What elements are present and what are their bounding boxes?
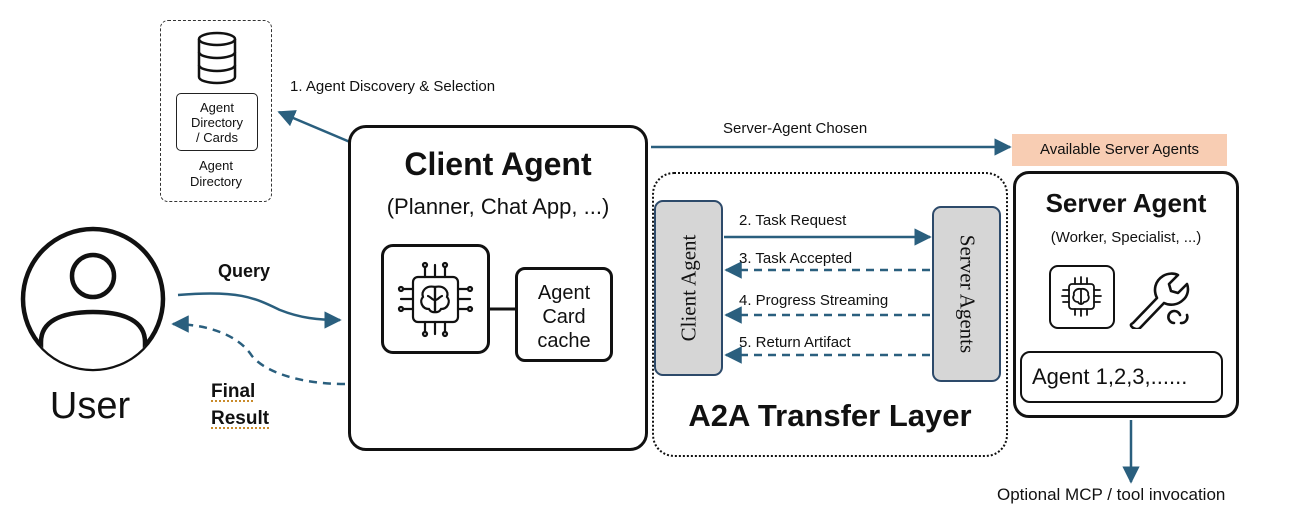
client-agent-endpoint: Client Agent [654, 200, 723, 376]
step-3-label: 3. Task Accepted [739, 250, 853, 267]
step-2-label: 2. Task Request [739, 212, 847, 229]
brain-chip-icon [1061, 276, 1102, 317]
chip-cache-connector [489, 307, 517, 311]
a2a-transfer-layer-panel [652, 172, 1008, 457]
database-icon [197, 31, 237, 85]
a2a-transfer-layer-title: A2A Transfer Layer [688, 398, 972, 433]
agent-card-cache-box: Agent Card cache [515, 267, 613, 362]
dir-card-line: / Cards [196, 130, 238, 145]
server-chip-box [1049, 265, 1115, 329]
query-arrow [177, 292, 342, 329]
discovery-arrow [277, 110, 351, 144]
discovery-label: 1. Agent Discovery & Selection [290, 78, 496, 95]
server-agent-title: Server Agent [1045, 188, 1207, 218]
agent-directory-label: Agent Directory [189, 158, 242, 189]
step-4-label: 4. Progress Streaming [739, 292, 889, 309]
final-result-label: Final Result [211, 381, 270, 429]
brain-chip-icon [397, 261, 474, 338]
user-label: User [49, 385, 131, 427]
client-chip-box [381, 244, 490, 354]
final-result-arrow [171, 315, 346, 386]
server-agents-endpoint: Server Agents [932, 206, 1001, 382]
agent-directory-panel [160, 20, 272, 202]
client-agent-panel [348, 125, 648, 451]
step-5-label: 5. Return Artifact [739, 334, 851, 351]
client-agent-title: Client Agent [404, 146, 592, 182]
server-chosen-label: Server-Agent Chosen [723, 120, 868, 137]
query-label: Query [218, 261, 271, 281]
client-agent-subtitle: (Planner, Chat App, ...) [386, 194, 610, 219]
dir-card-line: Agent [200, 100, 234, 115]
server-agent-subtitle: (Worker, Specialist, ...) [1050, 229, 1202, 246]
agent-directory-cards-box: Agent Directory / Cards [176, 93, 258, 151]
wrench-icon [1129, 272, 1190, 329]
user-icon [20, 226, 166, 372]
dir-card-line: Directory [190, 115, 243, 130]
optional-mcp-label: Optional MCP / tool invocation [997, 485, 1226, 504]
agent-list-box: Agent 1,2,3,...... [1020, 351, 1223, 403]
available-server-agents-badge: Available Server Agents [1012, 134, 1227, 166]
